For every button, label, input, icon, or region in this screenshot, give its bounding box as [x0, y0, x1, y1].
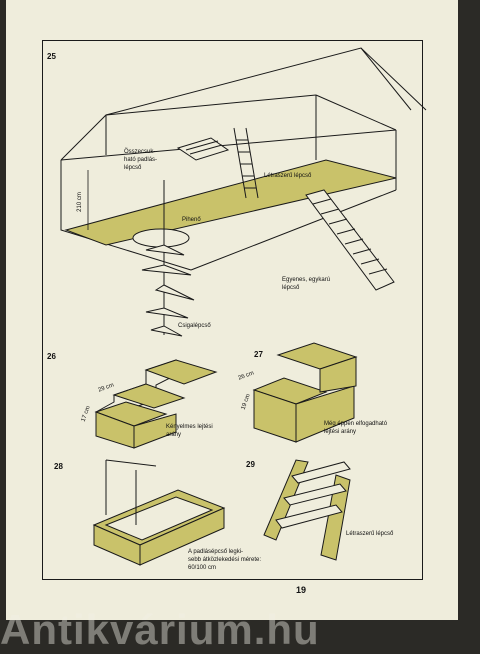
- caption-attic-min-size: A padlásépcső legki- sebb átközlekedési …: [188, 549, 262, 571]
- page-number: 19: [296, 585, 307, 595]
- caption-acceptable-slope: Még éppen elfogadható lejtési arány: [324, 421, 388, 435]
- landing: [132, 228, 190, 248]
- caption-landing: Pihenő: [182, 217, 201, 223]
- stair-26: [94, 359, 218, 449]
- attic-floor: [64, 159, 397, 246]
- caption-ladder-stair-bottom: Létraszerű lépcső: [346, 531, 394, 537]
- book-page: 25 26 27 28 29 Összecsuk- ható padlás- l…: [6, 0, 458, 620]
- spiral-stair: [141, 180, 195, 337]
- stair-27: [252, 342, 358, 443]
- ladder-stair-top: [233, 127, 259, 199]
- caption-height: 210 cm: [76, 192, 83, 212]
- ladder-stair-bottom: [263, 459, 351, 561]
- folding-attic-hatch: [176, 137, 230, 161]
- figure-number-27: 27: [254, 350, 263, 359]
- caption-spiral-stair: Csigalépcső: [178, 323, 211, 329]
- figure-number-26: 26: [47, 352, 56, 361]
- caption-comfortable-slope: Kényelmes lejtési arány: [166, 424, 213, 438]
- figure-number-25: 25: [47, 52, 56, 61]
- caption-ladder-stair-top: Létraszerű lépcső: [264, 173, 312, 179]
- attic-hatch-box: [92, 459, 226, 566]
- caption-folding-attic-stair: Összecsuk- ható padlás- lépcső: [124, 149, 158, 171]
- figure-number-29: 29: [246, 460, 255, 469]
- attic-house-drawing: [60, 47, 427, 271]
- figure-number-28: 28: [54, 462, 63, 471]
- stair-illustrations: [60, 47, 427, 566]
- caption-straight-stair: Egyenes, egykarú lépcső: [282, 277, 331, 291]
- watermark: Antikvárium.hu: [0, 606, 320, 653]
- straight-stair: [305, 189, 395, 291]
- illustration-frame: [42, 40, 423, 580]
